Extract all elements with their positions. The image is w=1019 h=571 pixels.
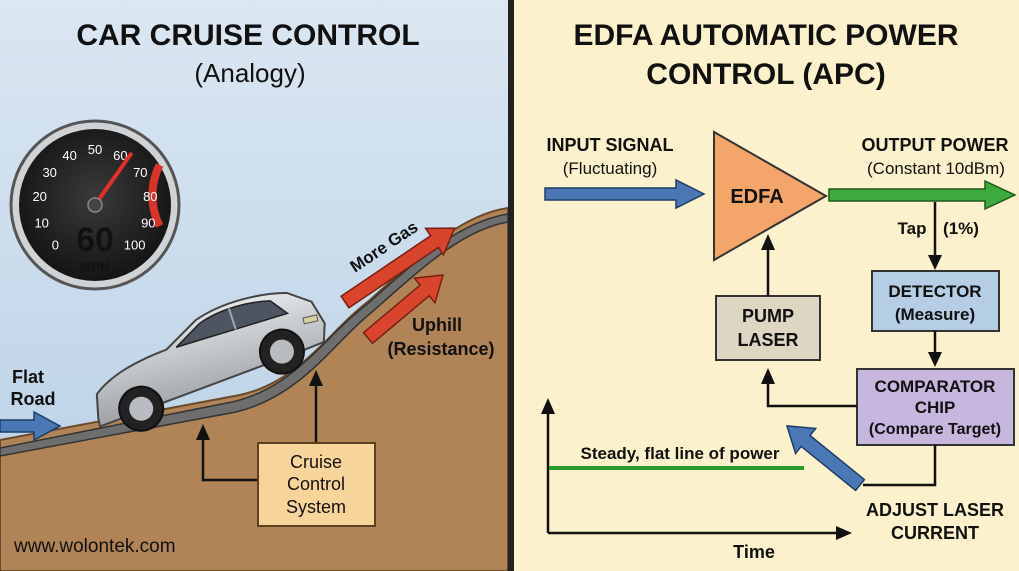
speed-tick-label: 70 (133, 165, 147, 180)
uphill-arrow (362, 274, 445, 345)
speed-tick-label: 80 (143, 189, 157, 204)
detector-to-comparator-arrow (928, 331, 942, 367)
tap-arrow (928, 202, 942, 270)
laser-label: LASER (737, 330, 798, 350)
cruise-label-1: Cruise (290, 452, 342, 472)
input-signal-label: INPUT SIGNAL (546, 135, 673, 155)
input-signal-arrow (544, 178, 706, 210)
output-power-sublabel: (Constant 10dBm) (867, 159, 1005, 178)
speed-tick-label: 90 (141, 215, 155, 230)
steady-line-label: Steady, flat line of power (581, 444, 780, 463)
cruise-feedback-arrows (196, 370, 323, 482)
left-panel: CAR CRUISE CONTROL (Analogy) 0 10 20 30 40 50… (0, 0, 509, 571)
left-subtitle: (Analogy) (194, 58, 305, 88)
speed-unit: MPH (81, 259, 110, 274)
speed-tick-label: 60 (113, 148, 127, 163)
speed-tick-label: 100 (124, 238, 146, 253)
comparator-to-adjust-line (863, 445, 937, 487)
speed-tick-label: 50 (88, 142, 102, 157)
comparator-label: COMPARATOR (875, 377, 996, 396)
website-watermark: www.wolontek.com (13, 536, 176, 557)
input-signal-sublabel: (Fluctuating) (563, 159, 657, 178)
speed-value: 60 (76, 221, 114, 259)
speed-tick-label: 10 (34, 215, 48, 230)
flat-road-arrow (0, 410, 62, 442)
pump-label: PUMP (742, 306, 794, 326)
more-gas-arrow (340, 227, 456, 309)
right-title-line1: EDFA AUTOMATIC POWER (574, 19, 959, 52)
output-power-arrow (828, 179, 1017, 211)
adjust-laser-arrow (785, 424, 866, 492)
speedometer: 0 10 20 30 40 50 60 70 80 90 100 60 MPH (9, 119, 181, 291)
power-time-graph: Steady, flat line of power Time (541, 398, 852, 562)
tap-label: Tap (898, 219, 927, 238)
adjust-laser-label: ADJUST LASER (866, 500, 1004, 520)
comparator-to-pump-arrow (761, 368, 857, 408)
uphill-label: Uphill (412, 315, 462, 335)
edfa-amplifier (713, 130, 829, 262)
output-power-label: OUTPUT POWER (862, 135, 1009, 155)
detector-box (871, 270, 1000, 332)
car-illustration (95, 291, 326, 432)
right-title-line2: CONTROL (APC) (646, 58, 885, 91)
pump-to-edfa-arrow (761, 234, 775, 296)
speedometer-needle (93, 152, 133, 207)
resistance-label: (Resistance) (387, 339, 494, 359)
right-panel: EDFA AUTOMATIC POWER CONTROL (APC) INPUT… (514, 0, 1019, 571)
cruise-control-box (257, 442, 376, 527)
cruise-label-2: Control (287, 474, 345, 494)
speed-tick-label: 20 (32, 189, 46, 204)
pump-laser-box (715, 295, 821, 361)
current-label: CURRENT (891, 523, 979, 543)
time-axis-label: Time (733, 542, 775, 562)
left-title: CAR CRUISE CONTROL (76, 19, 419, 52)
needle-hub (87, 197, 103, 213)
detector-sublabel: (Measure) (895, 305, 975, 324)
cruise-label-3: System (286, 497, 346, 517)
speedometer-ticks: 0 10 20 30 40 50 60 70 80 90 100 (32, 142, 157, 253)
speed-tick-label: 40 (62, 148, 76, 163)
speed-tick-label: 30 (42, 165, 56, 180)
speed-tick-label: 0 (52, 238, 59, 253)
tap-percent-label: (1%) (943, 219, 979, 238)
compare-target-label: (Compare Target) (869, 421, 1001, 438)
panel-divider (508, 0, 514, 571)
detector-label: DETECTOR (888, 282, 981, 301)
edfa-label: EDFA (730, 186, 783, 208)
redline-arc (148, 163, 164, 228)
flat-label: Flat (12, 367, 44, 387)
chip-label: CHIP (915, 398, 956, 417)
road-label: Road (11, 389, 56, 409)
